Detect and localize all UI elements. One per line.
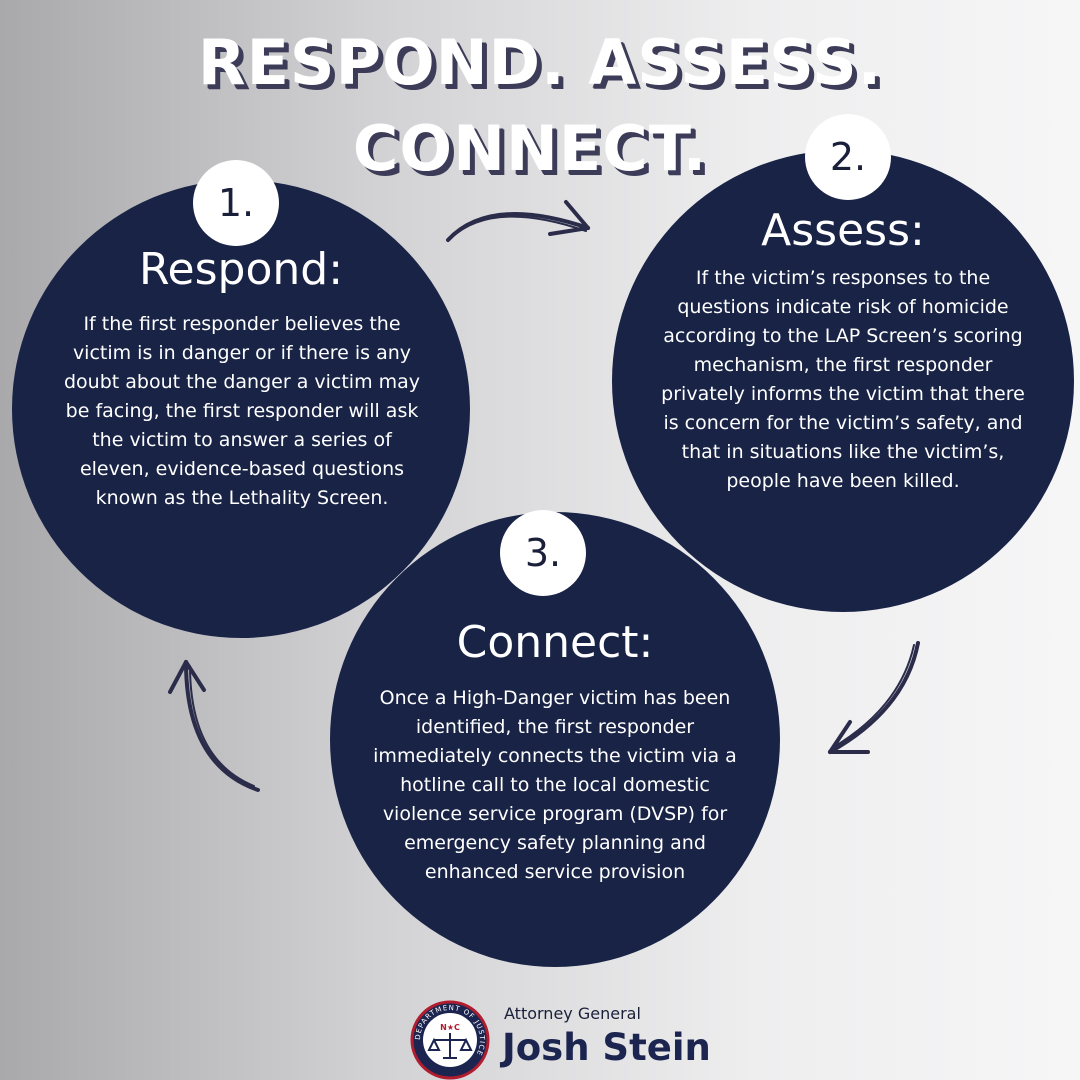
arrow-2-to-3-icon — [828, 641, 920, 754]
step-1-heading: Respond: — [138, 244, 344, 295]
scales-of-justice-icon — [427, 1033, 473, 1059]
footer-subtitle: Attorney General — [504, 1004, 641, 1023]
step-2-circle: Assess: If the victim’s responses to the… — [612, 150, 1074, 612]
step-3-circle: Connect: Once a High-Danger victim has b… — [330, 512, 780, 967]
step-3-heading: Connect: — [456, 617, 654, 668]
step-2-text: If the victim’s responses to the questio… — [661, 267, 1025, 492]
footer-name: Josh Stein — [502, 1026, 711, 1069]
step-3-text: Once a High-Danger victim has been ident… — [373, 687, 737, 883]
step-2-heading: Assess: — [761, 205, 925, 256]
step-3-number-badge: 3. — [500, 510, 586, 596]
step-2-number-badge: 2. — [805, 114, 891, 200]
department-of-justice-seal: DEPARTMENT OF JUSTICE N★C — [410, 1000, 490, 1080]
title-line-2: CONNECT. — [352, 112, 708, 185]
seal-initials: N★C — [440, 1023, 460, 1032]
step-1-number-badge: 1. — [193, 160, 279, 246]
arrow-3-to-1-icon — [168, 660, 260, 792]
title-line-1: RESPOND. ASSESS. — [197, 26, 883, 99]
arrow-1-to-2-icon — [446, 200, 590, 242]
step-1-circle: Respond: If the first responder believes… — [12, 180, 470, 638]
step-1-text: If the first responder believes the vict… — [63, 313, 421, 509]
